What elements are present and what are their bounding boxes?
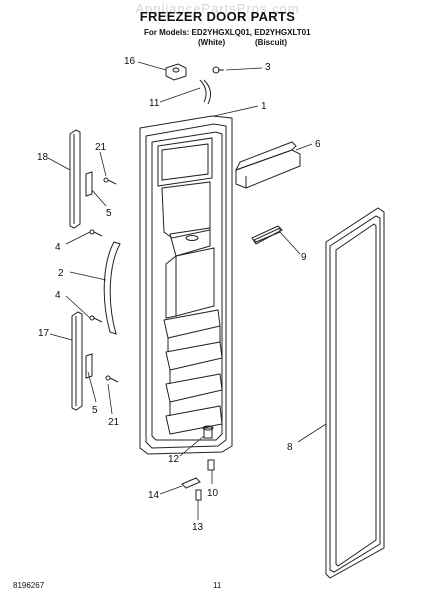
callout-14: 14: [148, 490, 160, 501]
handle-trim-lower-part: [71, 311, 83, 411]
callout-13: 13: [192, 522, 204, 533]
callout-3: 3: [265, 62, 271, 73]
models-line: For Models: ED2YHGXLQ01, ED2YHGXLT01: [144, 28, 311, 37]
callout-6: 6: [315, 139, 321, 150]
callout-5-upper: 5: [106, 208, 112, 219]
trim-strip-part: [251, 225, 283, 245]
callout-4-upper: 4: [55, 242, 61, 253]
diagram-title: FREEZER DOOR PARTS: [139, 9, 296, 24]
callout-11: 11: [149, 98, 160, 109]
hardware-parts: [85, 63, 224, 501]
leader-lines: [47, 61, 327, 520]
variant-white: (White): [198, 38, 226, 47]
callout-1: 1: [261, 101, 267, 112]
callout-17: 17: [38, 328, 50, 339]
door-bin-part: [234, 141, 301, 189]
variant-biscuit: (Biscuit): [255, 38, 287, 47]
callout-16: 16: [124, 56, 136, 67]
freezer-door-part: [139, 115, 233, 455]
door-gasket-part: [325, 207, 385, 579]
callout-21-upper: 21: [95, 142, 107, 153]
callout-18: 18: [37, 152, 49, 163]
callout-labels: 16 3 11 1 6 18 21 5 9 4 2 4 17 5 21 8 12…: [37, 56, 321, 533]
document-number: 8196267: [13, 581, 45, 590]
callout-4-lower: 4: [55, 290, 61, 301]
callout-21-lower: 21: [108, 417, 120, 428]
watermark: AppliancePartsPros.com: [135, 1, 300, 16]
callout-2: 2: [58, 268, 64, 279]
callout-12: 12: [168, 454, 180, 465]
page-number: 11: [213, 581, 222, 590]
callout-9: 9: [301, 252, 307, 263]
callout-8: 8: [287, 442, 293, 453]
door-handle-part: [103, 241, 121, 335]
handle-trim-upper-part: [69, 129, 81, 229]
callout-10: 10: [207, 488, 219, 499]
callout-5-lower: 5: [92, 405, 98, 416]
